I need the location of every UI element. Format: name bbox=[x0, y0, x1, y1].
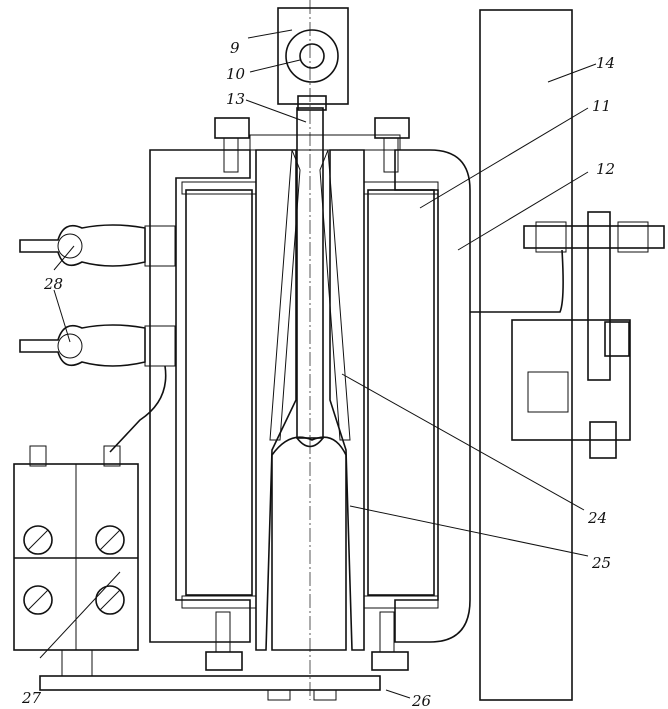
label-28: 28 bbox=[43, 275, 63, 293]
leader-lines bbox=[39, 29, 597, 699]
pin-10 bbox=[285, 29, 339, 83]
clevis-9 bbox=[277, 7, 349, 111]
label-12: 12 bbox=[596, 160, 615, 178]
label-27: 27 bbox=[21, 689, 42, 707]
label-26: 26 bbox=[411, 692, 432, 709]
bottom-bolts bbox=[205, 611, 409, 671]
label-11: 11 bbox=[592, 97, 611, 115]
label-25: 25 bbox=[591, 554, 611, 572]
base-plate-26 bbox=[39, 675, 381, 701]
housing-yoke-12 bbox=[149, 134, 471, 643]
label-14: 14 bbox=[596, 54, 615, 72]
core-sleeves bbox=[255, 149, 365, 651]
adjusting-screw bbox=[523, 221, 665, 253]
label-9: 9 bbox=[230, 39, 240, 57]
mounting-plate-14 bbox=[479, 9, 573, 701]
terminal-block-27 bbox=[13, 445, 139, 676]
armature-core-25 bbox=[271, 436, 347, 651]
side-bracket bbox=[470, 211, 631, 459]
label-10: 10 bbox=[226, 65, 246, 83]
label-13: 13 bbox=[226, 90, 245, 108]
coil-left bbox=[181, 181, 257, 609]
label-24: 24 bbox=[587, 509, 607, 527]
rod-13 bbox=[296, 0, 324, 700]
top-bolts bbox=[214, 117, 410, 173]
coil-right-11 bbox=[363, 181, 439, 609]
connectors-28 bbox=[19, 224, 176, 453]
